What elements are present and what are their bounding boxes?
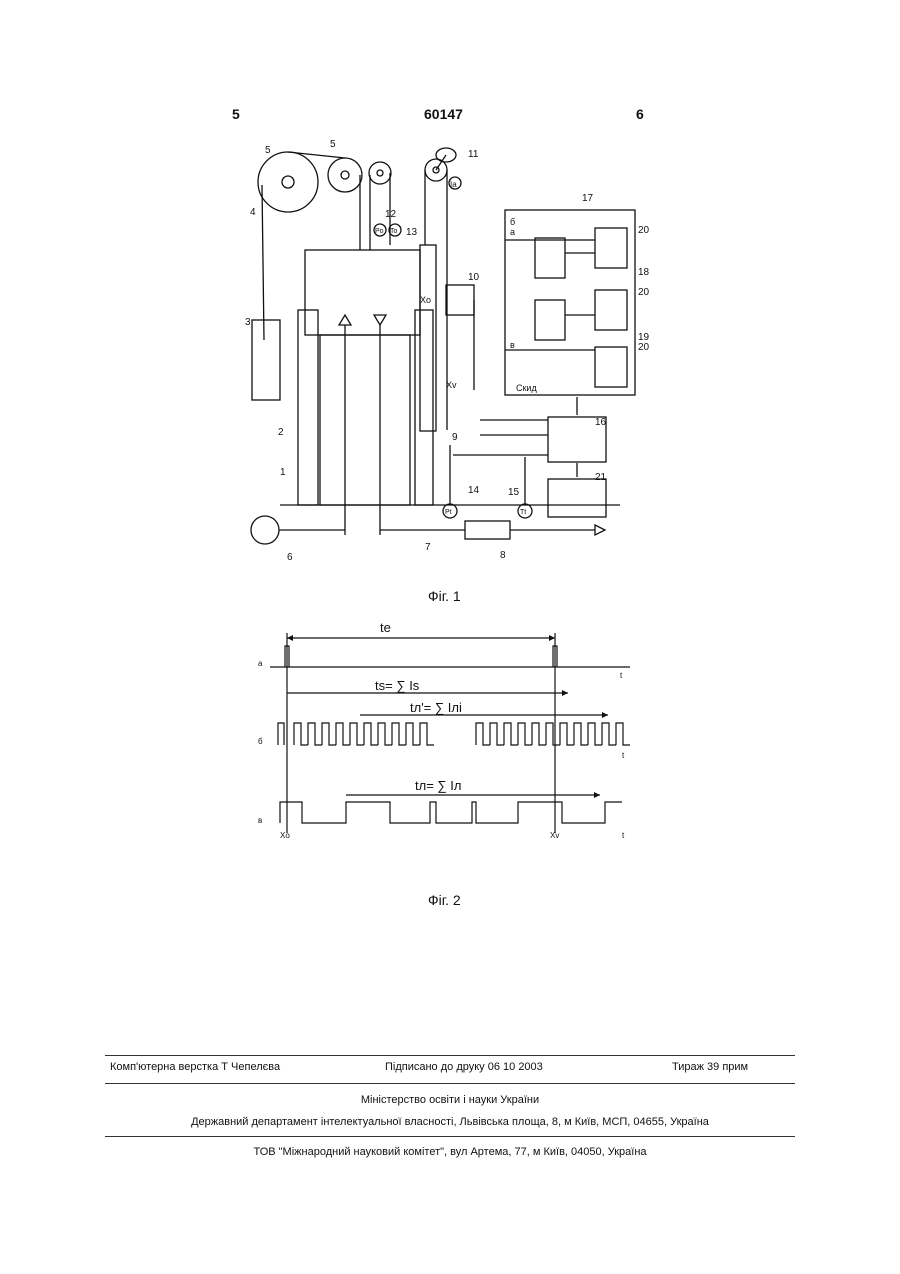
footer-print-run: Тираж 39 прим (672, 1061, 748, 1073)
tank-wall-left (298, 310, 318, 505)
block-17 (505, 210, 635, 395)
port-label-skyd: Скид (516, 383, 537, 393)
label-20c: 20 (638, 342, 650, 353)
footer-signed: Підписано до друку 06 10 2003 (385, 1061, 543, 1073)
footer-rule-middle (105, 1083, 795, 1084)
pulse (602, 723, 616, 745)
pulse (336, 723, 350, 745)
pulse (490, 723, 504, 745)
label-5a: 5 (265, 145, 271, 156)
box-21 (548, 479, 606, 517)
flowmeter-8 (465, 521, 510, 539)
label-2: 2 (278, 427, 284, 438)
figure-2-timing-diagram: te ts= ∑ Is tл'= ∑ Iлi tл= ∑ Iл а б в t … (250, 618, 650, 848)
guide-pulley (369, 162, 391, 184)
pulse (518, 723, 532, 745)
label-11: 11 (468, 149, 479, 160)
inner-cylinder (320, 335, 410, 505)
label-10: 10 (468, 272, 480, 283)
port-label-v: в (510, 340, 515, 350)
pulse (364, 723, 378, 745)
label-4: 4 (250, 207, 256, 218)
port-label-b: б (510, 217, 515, 227)
footer-publisher: ТОВ "Міжнародний науковий комітет", вул … (0, 1146, 900, 1158)
label-ts: ts= ∑ Is (375, 678, 420, 693)
pulse (574, 723, 588, 745)
pulley-hub (282, 176, 294, 188)
label-tn1: tл'= ∑ Iлi (410, 700, 462, 715)
page-number-right: 6 (636, 106, 644, 122)
pulse (588, 723, 602, 745)
label-21: 21 (595, 472, 607, 483)
page-number-left: 5 (232, 106, 240, 122)
t-label-c: t (622, 831, 625, 840)
cable-4 (262, 185, 264, 340)
pulse (406, 723, 420, 745)
tank-wall-right (415, 310, 433, 505)
footer-layout: Комп'ютерна верстка Т Чепелєва (110, 1061, 280, 1073)
label-18: 18 (638, 267, 650, 278)
sensor-label-tt: Tt (520, 509, 526, 516)
label-te: te (380, 620, 391, 635)
pulse (504, 723, 518, 745)
figure-1-caption: Фіг. 1 (428, 588, 461, 604)
t-label-a: t (620, 671, 623, 680)
pulse (532, 723, 546, 745)
sensor-label-to: To (390, 228, 398, 235)
footer-department: Державний департамент інтелектуальної вл… (0, 1116, 900, 1128)
pump-6 (251, 516, 279, 544)
box-10 (446, 285, 474, 315)
label-20a: 20 (638, 225, 650, 236)
sensor-label-ia: Ia (450, 180, 457, 189)
port-label-a: а (510, 227, 515, 237)
mark-xo: Xo (420, 295, 431, 305)
label-14: 14 (468, 485, 480, 496)
t-label-b: t (622, 751, 625, 760)
figure-2-caption: Фіг. 2 (428, 892, 461, 908)
pulse (392, 723, 406, 745)
large-pulley (258, 152, 318, 212)
row-label-a: а (258, 659, 263, 668)
pulse (560, 723, 574, 745)
box-3 (252, 320, 280, 400)
pulse (350, 723, 364, 745)
label-16: 16 (595, 417, 607, 428)
pulse (546, 723, 560, 745)
label-15: 15 (508, 487, 520, 498)
pulse (476, 723, 490, 745)
sensor-label-po: Po (375, 228, 384, 235)
row-label-b: б (258, 737, 263, 746)
sensor-label-pt: Pt (445, 509, 452, 516)
label-20b: 20 (638, 287, 650, 298)
pulse (294, 723, 308, 745)
x-label-xo: Xo (280, 831, 290, 840)
x-label-xv: Xv (550, 831, 559, 840)
label-12: 12 (385, 209, 397, 220)
label-5b: 5 (330, 139, 336, 150)
figure-1-schematic: 5 5 11 4 3 2 1 6 7 8 9 10 12 13 14 15 16… (240, 135, 660, 565)
mark-xv: Xv (446, 380, 457, 390)
label-1: 1 (280, 467, 286, 478)
label-13: 13 (406, 227, 418, 238)
document-number: 60147 (424, 106, 463, 122)
label-17: 17 (582, 193, 594, 204)
label-7: 7 (425, 542, 431, 553)
upper-housing (305, 250, 420, 335)
footer-rule-top (105, 1055, 795, 1056)
pulse (322, 723, 336, 745)
pulse (616, 723, 630, 745)
label-8: 8 (500, 550, 506, 561)
label-tn: tл= ∑ Iл (415, 778, 461, 793)
footer-ministry: Міністерство освіти і науки України (0, 1094, 900, 1106)
footer-rule-bottom (105, 1136, 795, 1137)
pulse (420, 723, 434, 745)
row-label-c: в (258, 816, 262, 825)
pulley-5 (328, 158, 362, 192)
label-9: 9 (452, 432, 458, 443)
label-3: 3 (245, 317, 251, 328)
label-6: 6 (287, 552, 293, 563)
pulse (378, 723, 392, 745)
pulse (308, 723, 322, 745)
